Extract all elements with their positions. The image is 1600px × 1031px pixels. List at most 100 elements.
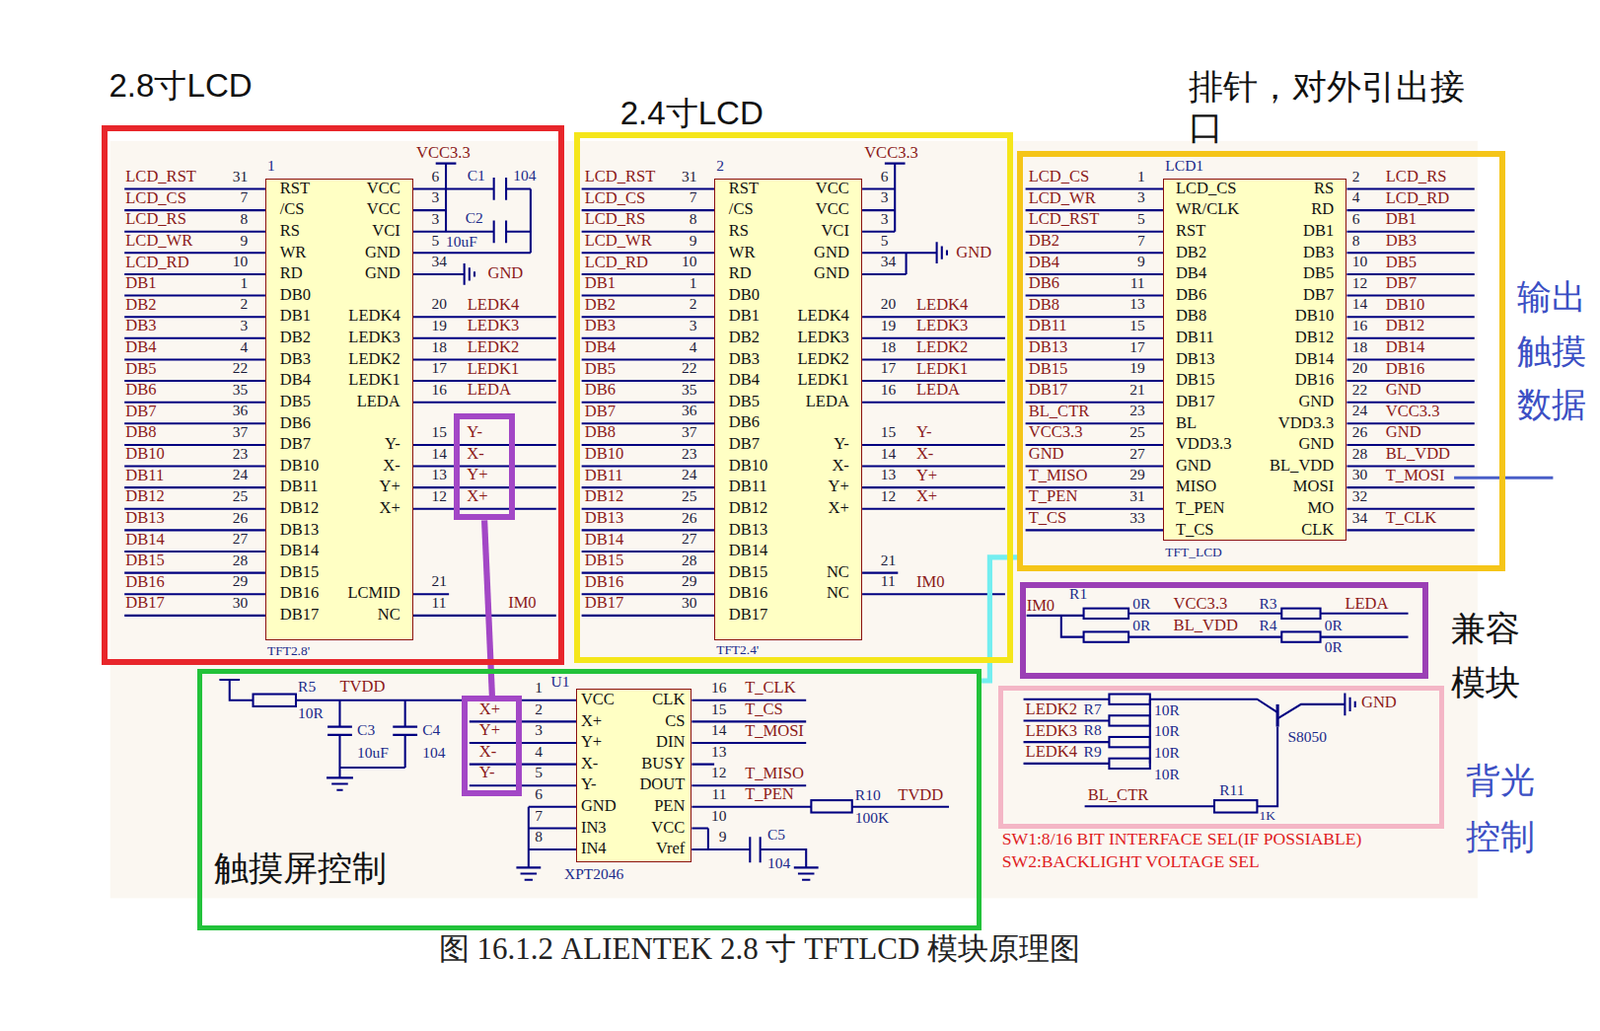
net-label: DB4 (1028, 252, 1060, 273)
pin-name: CLK (1301, 519, 1334, 540)
component-label: C3 (357, 721, 375, 740)
pin-name: T_CS (1175, 519, 1215, 540)
pin-number: 6 (880, 167, 889, 187)
transistor-symbol (1276, 704, 1280, 728)
pin-name: DB11 (280, 476, 319, 497)
net-label: X- (916, 443, 934, 464)
net-label: DB11 (584, 465, 624, 486)
net-label: LEDK2 (467, 337, 519, 358)
component-label: 10uF (445, 232, 478, 252)
resistor-symbol (1108, 694, 1150, 705)
net-label: DB11 (1028, 315, 1068, 336)
net-label: DB5 (584, 359, 616, 379)
net-label: DB16 (125, 572, 165, 592)
component-label: 1 (267, 156, 276, 176)
pin-number: 35 (232, 380, 249, 400)
net-label: IM0 (1026, 595, 1056, 616)
pin-number: 12 (1352, 274, 1369, 293)
pin-number: 21 (432, 572, 448, 591)
pin-name: IN3 (581, 817, 607, 838)
pin-name: DB6 (280, 413, 311, 434)
component-label: C1 (467, 166, 486, 186)
component-label: TFT_LCD (1164, 544, 1222, 561)
net-label: LEDK4 (1025, 741, 1078, 762)
ground-symbol (1344, 692, 1355, 716)
net-label: VCC3.3 (864, 143, 919, 163)
net-label: DB16 (584, 572, 625, 592)
pin-number: 3 (240, 316, 249, 336)
net-label: DB1 (125, 273, 156, 293)
pin-number: 25 (1129, 423, 1146, 442)
component-label: R1 (1069, 584, 1088, 604)
component-label: TFT2.4' (716, 642, 759, 658)
pin-name: DB13 (728, 519, 769, 540)
pin-name: GND (364, 242, 401, 263)
pin-name: DB14 (280, 540, 320, 561)
net-label: DB13 (584, 508, 625, 528)
pin-number: 17 (432, 359, 448, 378)
pin-number: 27 (232, 529, 249, 549)
pin-number: 8 (534, 827, 543, 847)
pin-number: 29 (232, 572, 249, 591)
pin-number: 2 (240, 294, 249, 314)
net-label: Y- (479, 762, 496, 783)
net-label: Y+ (479, 720, 501, 740)
pin-name: DB14 (1295, 349, 1335, 369)
component-label: R8 (1084, 721, 1102, 740)
pin-number: 37 (232, 423, 249, 442)
pin-name: DB4 (280, 369, 311, 390)
wire (1023, 699, 1346, 807)
net-label: DB13 (1028, 337, 1069, 358)
pin-number: 18 (880, 338, 897, 358)
component-label: 0R (1324, 638, 1343, 657)
pin-number: 9 (689, 231, 698, 251)
pin-name: Y- (833, 434, 850, 454)
pin-number: 3 (432, 188, 440, 208)
resistor-symbol (1084, 608, 1130, 619)
pin-name: DB2 (728, 327, 760, 348)
pin-number: 5 (880, 231, 889, 251)
component-label: LCD1 (1164, 156, 1204, 176)
component-label: 10uF (357, 743, 389, 763)
pin-number: 29 (1129, 465, 1146, 485)
resistor-symbol (253, 694, 296, 707)
pin-name: DB5 (728, 391, 760, 412)
pin-number: 20 (880, 294, 897, 314)
pin-name: DB7 (280, 434, 311, 454)
pin-number: 6 (432, 167, 440, 187)
pin-name: DB16 (280, 582, 320, 603)
pin-name: LEDK3 (348, 327, 400, 348)
pin-number: 28 (232, 551, 249, 571)
pin-number: 34 (1352, 509, 1369, 528)
pin-number: 23 (1129, 401, 1146, 421)
pin-number: 12 (711, 763, 728, 783)
net-label: BL_CTR (1028, 401, 1091, 422)
net-label: DB1 (1385, 209, 1417, 229)
region-heading: 2.4寸LCD (620, 96, 764, 130)
pin-number: 31 (232, 167, 249, 187)
net-label: LCD_RS (1385, 166, 1448, 187)
pin-name: DB1 (1303, 220, 1334, 241)
pin-number: 8 (689, 210, 698, 229)
resistor-symbol (810, 800, 852, 812)
pin-name: LEDK3 (798, 327, 850, 348)
pin-name: NC (826, 582, 850, 603)
pin-number: 4 (534, 742, 543, 762)
note-text: SW1:8/16 BIT INTERFACE SEL(IF POSSIABLE) (1002, 828, 1363, 850)
pin-name: BL (1175, 413, 1197, 434)
net-label: LEDK4 (467, 294, 519, 315)
net-label: DB5 (125, 359, 156, 379)
net-label: LEDK3 (1025, 721, 1078, 741)
pin-number: 1 (240, 274, 249, 293)
pin-number: 20 (432, 294, 448, 314)
pin-name: DB16 (1295, 369, 1335, 390)
net-label: DB5 (1385, 252, 1417, 273)
pin-number: 23 (232, 444, 249, 464)
pin-name: DB2 (280, 327, 311, 348)
component-label: 0R (1132, 616, 1151, 636)
pin-name: DB6 (1175, 285, 1207, 305)
net-label: DB7 (584, 401, 616, 422)
net-label: TVDD (339, 676, 385, 697)
net-label: DB1 (584, 273, 616, 293)
pin-number: 14 (880, 444, 897, 464)
